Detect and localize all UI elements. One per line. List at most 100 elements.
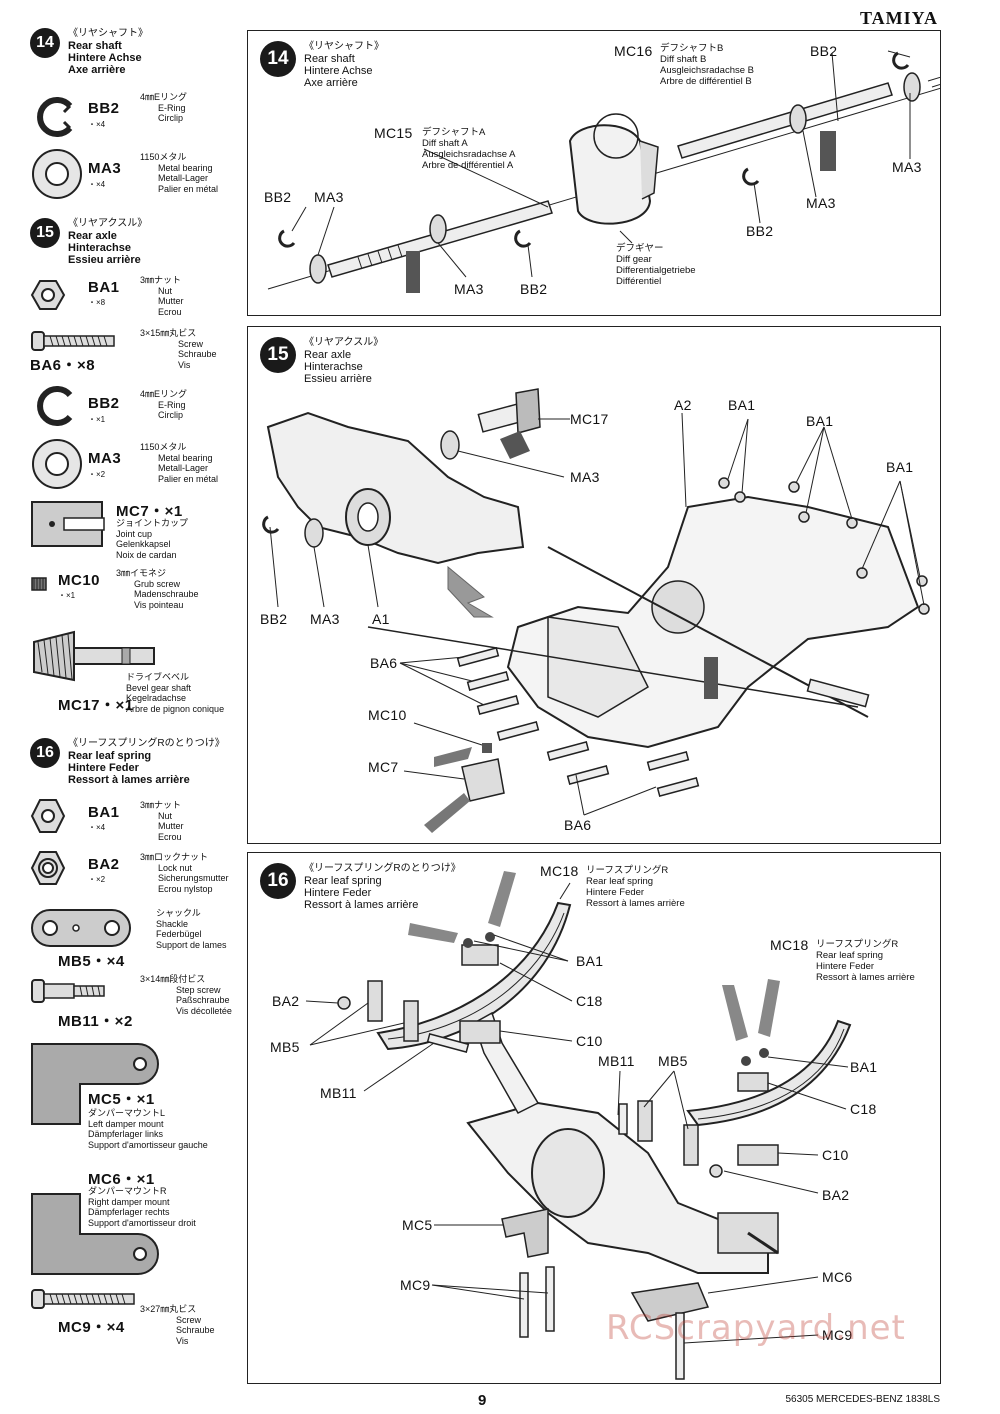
label-bb2: BB2 [746, 223, 774, 239]
part-bb2-single: BB2 ・×1 4㎜Eリング E-Ring Circlip [30, 385, 245, 445]
nut-icon [30, 280, 66, 310]
step-14-panel: 14 《リヤシャフト》 Rear shaft Hintere Achse Axe… [247, 30, 941, 316]
step-badge: 16 [30, 738, 60, 768]
part-bb2: BB2 ・×4 4㎜Eリング E-Ring Circlip [30, 92, 245, 152]
label-mc18: MC18 [770, 937, 809, 953]
rear-leaf-spring-diagram [305, 871, 852, 1380]
screw-icon [31, 331, 115, 351]
label-a2: A2 [674, 397, 692, 413]
label-mc5: MC5 [402, 1217, 433, 1233]
label-mc16: MC16 [614, 43, 653, 59]
label-ma3: MA3 [310, 611, 340, 627]
label-mc10: MC10 [368, 707, 407, 723]
label-c10: C10 [822, 1147, 849, 1163]
mc16-desc: デフシャフトB Diff shaft B Ausgleichsradachse … [660, 43, 754, 87]
label-mc6: MC6 [822, 1269, 853, 1285]
lock-nut-icon [30, 851, 66, 885]
shackle-icon [31, 909, 131, 947]
label-c10: C10 [576, 1033, 603, 1049]
step-16-panel: 16 《リーフスプリングRのとりつけ》 Rear leaf spring Hin… [247, 852, 941, 1384]
brand-logo: TAMIYA [859, 8, 938, 28]
metal-bearing-icon [32, 149, 82, 199]
label-ba2: BA2 [822, 1187, 850, 1203]
e-ring-icon [37, 386, 73, 426]
label-ba1: BA1 [728, 397, 756, 413]
label-ma3: MA3 [892, 159, 922, 175]
rear-axle-diagram [262, 388, 930, 833]
label-ma3: MA3 [570, 469, 600, 485]
part-mb5: MB5・×4 シャックル Shackle Federbügel Support … [30, 906, 245, 970]
damper-mount-left-icon [31, 1043, 159, 1125]
label-ba1: BA1 [806, 413, 834, 429]
label-bb2: BB2 [520, 281, 548, 297]
mc18-desc: リーフスプリングR Rear leaf spring Hintere Feder… [816, 939, 915, 983]
diff-gear-desc: デフギヤー Diff gear Differentialgetriebe Dif… [616, 243, 696, 287]
grub-screw-icon [31, 577, 47, 591]
label-a1: A1 [372, 611, 390, 627]
watermark: RCScrapyard.net [606, 1308, 906, 1348]
label-ba6: BA6 [564, 817, 592, 833]
label-bb2: BB2 [260, 611, 288, 627]
part-mc6: MC6・×1 ダンパーマウントR Right damper mount Dämp… [30, 1168, 245, 1278]
step-14-title: 14 《リヤシャフト》 Rear shaft Hintere Achse Axe… [260, 41, 384, 89]
bevel-gear-shaft-icon [33, 630, 155, 682]
label-ma3: MA3 [806, 195, 836, 211]
step-16-title: 16 《リーフスプリングRのとりつけ》 Rear leaf spring Hin… [260, 863, 461, 911]
label-mc18: MC18 [540, 863, 579, 879]
part-ba1: BA1 ・×8 3㎜ナット Nut Mutter Ecrou [30, 275, 245, 335]
label-ba1: BA1 [576, 953, 604, 969]
part-mc10: MC10 ・×1 3㎜イモネジ Grub screw Madenschraube… [30, 568, 245, 628]
part-mc5: MC5・×1 ダンパーマウントL Left damper mount Dämpf… [30, 1042, 245, 1162]
step-15-panel: 15 《リヤアクスル》 Rear axle Hinterachse Essieu… [247, 326, 941, 844]
label-ba6: BA6 [370, 655, 398, 671]
step-14-header: 14 《リヤシャフト》 Rear shaft Hintere Achse Axe… [30, 28, 148, 76]
label-mc9: MC9 [400, 1277, 431, 1293]
label-ma3: MA3 [314, 189, 344, 205]
label-ba1: BA1 [886, 459, 914, 475]
label-bb2: BB2 [810, 43, 838, 59]
label-mb5: MB5 [270, 1039, 300, 1055]
label-mb11: MB11 [598, 1053, 635, 1069]
part-ba6: BA6・×8 3×15㎜丸ビス Screw Schraube Vis [30, 328, 217, 374]
label-mc7: MC7 [368, 759, 399, 775]
label-mc15: MC15 [374, 125, 413, 141]
part-mb11: MB11・×2 3×14㎜段付ビス Step screw Paßschraube… [30, 974, 245, 1034]
step-15-title: 15 《リヤアクスル》 Rear axle Hinterachse Essieu… [260, 337, 383, 385]
step-15-header: 15 《リヤアクスル》 Rear axle Hinterachse Essieu… [30, 218, 147, 266]
mc15-desc: デフシャフトA Diff shaft A Ausgleichsradachse … [422, 127, 516, 171]
metal-bearing-icon [32, 439, 82, 489]
damper-mount-right-icon [31, 1193, 159, 1275]
step-badge: 16 [260, 863, 296, 899]
label-ba1: BA1 [850, 1059, 878, 1075]
part-ba1-four: BA1 ・×4 3㎜ナット Nut Mutter Ecrou [30, 798, 245, 858]
label-mc9: MC9 [822, 1327, 853, 1343]
long-screw-icon [31, 1289, 135, 1309]
page-number: 9 [478, 1392, 487, 1409]
label-c18: C18 [850, 1101, 877, 1117]
part-mc7: MC7・×1 ジョイントカップ Joint cup Gelenkkapsel N… [30, 500, 245, 560]
part-ma3-pair: MA3 ・×2 1150メタル Metal bearing Metall-Lag… [30, 438, 245, 498]
part-ma3: MA3 ・×4 1150メタル Metal bearing Metall-Lag… [30, 148, 245, 208]
step-badge: 14 [260, 41, 296, 77]
label-mb5: MB5 [658, 1053, 688, 1069]
label-c18: C18 [576, 993, 603, 1009]
part-mc17: ドライブベベル Bevel gear shaft Kegelradachse A… [30, 628, 245, 718]
rear-shaft-diagram [267, 50, 940, 293]
nut-icon [30, 799, 66, 833]
step-badge: 15 [30, 218, 60, 248]
joint-cup-icon [31, 501, 105, 547]
part-ba2: BA2 ・×2 3㎜ロックナット Lock nut Sicherungsmutt… [30, 850, 245, 910]
step-screw-icon [31, 979, 105, 1003]
label-mb11: MB11 [320, 1085, 357, 1101]
e-ring-icon [37, 97, 73, 137]
label-ma3: MA3 [454, 281, 484, 297]
model-footer: 56305 MERCEDES-BENZ 1838LS [785, 1394, 940, 1405]
step-badge: 14 [30, 28, 60, 58]
step-badge: 15 [260, 337, 296, 373]
step-16-header: 16 《リーフスプリングRのとりつけ》 Rear leaf spring Hin… [30, 738, 225, 786]
mc18-desc: リーフスプリングR Rear leaf spring Hintere Feder… [586, 865, 685, 909]
parts-column: 14 《リヤシャフト》 Rear shaft Hintere Achse Axe… [0, 0, 245, 1380]
label-ba2: BA2 [272, 993, 300, 1009]
part-mc9: MC9・×4 3×27㎜丸ビス Screw Schraube Vis [30, 1286, 245, 1356]
label-bb2: BB2 [264, 189, 292, 205]
